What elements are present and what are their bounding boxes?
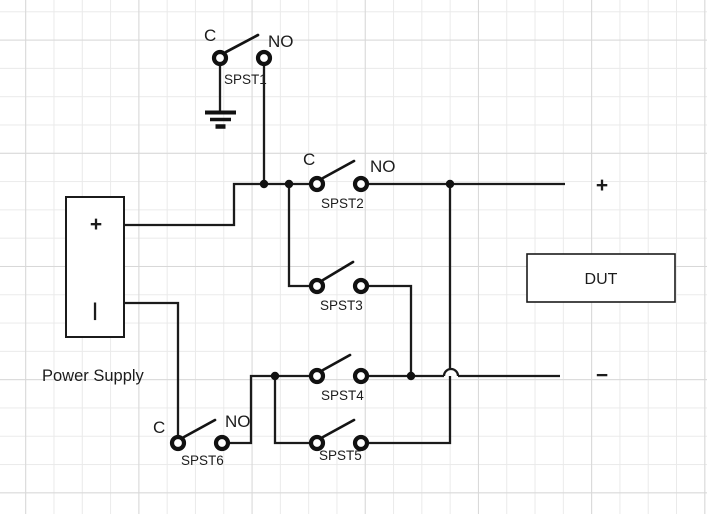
spst6-arm — [182, 418, 217, 439]
spst1-label: SPST1 — [224, 72, 267, 87]
spst1-switch[interactable]: C NO SPST1 — [204, 26, 294, 87]
spst5-c-terminal — [308, 434, 326, 452]
plus-rail-label: + — [596, 174, 608, 197]
spst3-label: SPST3 — [320, 298, 363, 313]
junction-dot — [259, 179, 269, 189]
wire-plus-branch-to-spst5-no — [368, 184, 452, 445]
spst2-no-label: NO — [370, 157, 396, 176]
dut-rect[interactable] — [526, 253, 676, 303]
spst2-c-label: C — [303, 150, 315, 169]
spst5-label: SPST5 — [319, 448, 362, 463]
psu-plus-label: + — [90, 213, 102, 236]
spst6-switch[interactable]: C NO SPST6 — [153, 412, 251, 468]
spst4-label: SPST4 — [321, 388, 364, 403]
wires — [124, 65, 565, 445]
junction-dots — [259, 179, 455, 381]
spst3-switch[interactable]: SPST3 — [308, 260, 370, 313]
dut-box[interactable]: DUT — [526, 253, 676, 303]
spst2-switch[interactable]: C NO SPST2 — [303, 150, 396, 211]
spst4-c-terminal — [308, 367, 326, 385]
spst5-switch[interactable]: SPST5 — [308, 418, 370, 463]
junction-dot — [270, 371, 280, 381]
spst1-c-terminal — [211, 49, 229, 67]
spst4-switch[interactable]: SPST4 — [308, 353, 370, 403]
spst3-c-terminal — [308, 277, 326, 295]
spst1-no-terminal — [255, 49, 273, 67]
psu-minus-label: | — [92, 300, 97, 320]
spst2-no-terminal — [352, 175, 370, 193]
wire-spst3-no-drop — [368, 284, 413, 376]
wire-branch-to-spst3-c — [287, 184, 310, 288]
spst6-c-label: C — [153, 418, 165, 437]
spst3-arm — [321, 260, 355, 282]
wire-psu-plus-to-spst2 — [124, 182, 310, 227]
spst2-c-terminal — [308, 175, 326, 193]
spst1-arm — [224, 33, 260, 54]
spst6-no-terminal — [213, 434, 231, 452]
spst1-c-label: C — [204, 26, 216, 45]
wire-hop-crossing — [442, 367, 460, 377]
power-supply-label: Power Supply — [42, 367, 145, 385]
power-supply-box[interactable]: + | — [65, 196, 125, 338]
minus-rail-label: − — [596, 364, 608, 387]
spst5-no-terminal — [352, 434, 370, 452]
spst5-arm — [321, 418, 356, 439]
junction-dot — [406, 371, 416, 381]
wire-spst6-no-to-minus-row — [229, 374, 310, 445]
spst3-no-terminal — [352, 277, 370, 295]
spst6-no-label: NO — [225, 412, 251, 431]
junction-dot — [284, 179, 294, 189]
power-supply-rect[interactable] — [65, 196, 125, 338]
spst6-label: SPST6 — [181, 453, 224, 468]
wire-branch-to-spst5-c — [273, 376, 310, 445]
spst2-arm — [321, 159, 356, 180]
spst1-no-label: NO — [268, 32, 294, 51]
dut-label: DUT — [585, 271, 618, 288]
spst2-label: SPST2 — [321, 196, 364, 211]
junction-dot — [445, 179, 455, 189]
spst4-no-terminal — [352, 367, 370, 385]
wire-psu-minus-to-spst6 — [124, 301, 180, 436]
spst6-c-terminal — [169, 434, 187, 452]
earth-ground-symbol[interactable] — [205, 110, 236, 129]
spst4-arm — [321, 353, 352, 372]
